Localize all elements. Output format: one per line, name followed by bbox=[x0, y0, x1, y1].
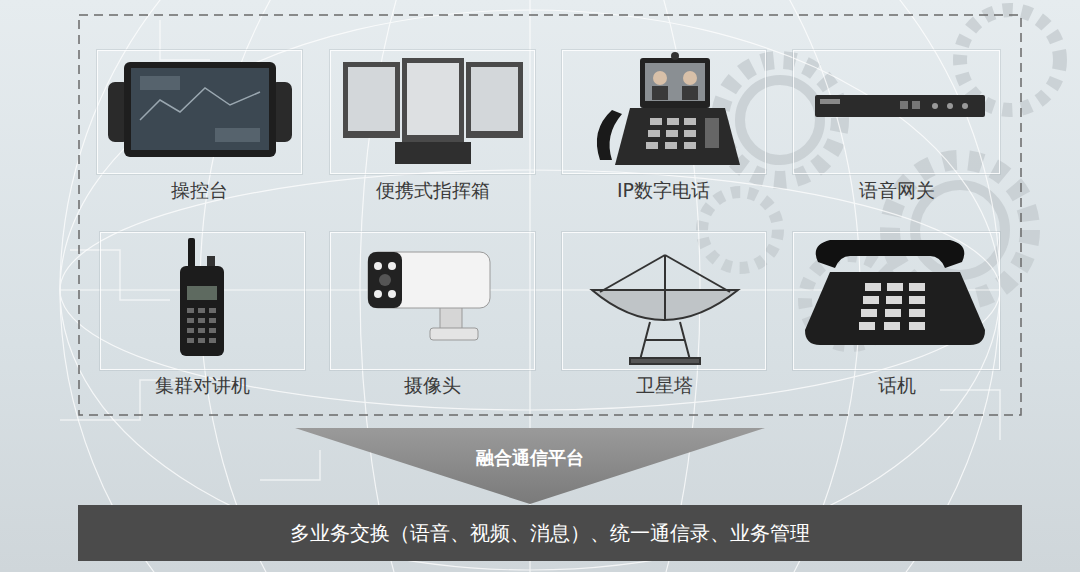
device-label: 话机 bbox=[878, 373, 916, 397]
service-bar: 多业务交换（语音、视频、消息）、统一通信录、业务管理 bbox=[78, 505, 1022, 561]
device-cell: 摄像头 bbox=[330, 232, 535, 403]
device-label: 语音网关 bbox=[859, 178, 935, 202]
device-cell: 卫星塔 bbox=[562, 232, 766, 403]
device-frame bbox=[330, 232, 535, 370]
device-label: IP数字电话 bbox=[617, 178, 710, 202]
device-frame bbox=[330, 50, 535, 174]
device-frame bbox=[793, 50, 1000, 174]
device-label: 便携式指挥箱 bbox=[376, 178, 490, 202]
device-frame bbox=[793, 232, 1000, 370]
device-cell: 便携式指挥箱 bbox=[330, 50, 535, 208]
device-frame bbox=[97, 50, 302, 174]
device-label: 集群对讲机 bbox=[155, 373, 250, 397]
platform-label: 融合通信平台 bbox=[476, 446, 584, 470]
device-label: 操控台 bbox=[171, 178, 228, 202]
device-frame bbox=[100, 232, 305, 370]
device-cell: 集群对讲机 bbox=[100, 232, 305, 403]
device-frame bbox=[562, 232, 766, 370]
device-cell: IP数字电话 bbox=[562, 50, 766, 208]
device-label: 摄像头 bbox=[404, 373, 461, 397]
device-label: 卫星塔 bbox=[636, 373, 693, 397]
device-frame bbox=[562, 50, 766, 174]
device-cell: 语音网关 bbox=[793, 50, 1000, 208]
device-cell: 话机 bbox=[793, 232, 1000, 403]
service-label: 多业务交换（语音、视频、消息）、统一通信录、业务管理 bbox=[290, 520, 810, 546]
device-cell: 操控台 bbox=[97, 50, 302, 208]
platform-arrow: 融合通信平台 bbox=[295, 428, 765, 504]
